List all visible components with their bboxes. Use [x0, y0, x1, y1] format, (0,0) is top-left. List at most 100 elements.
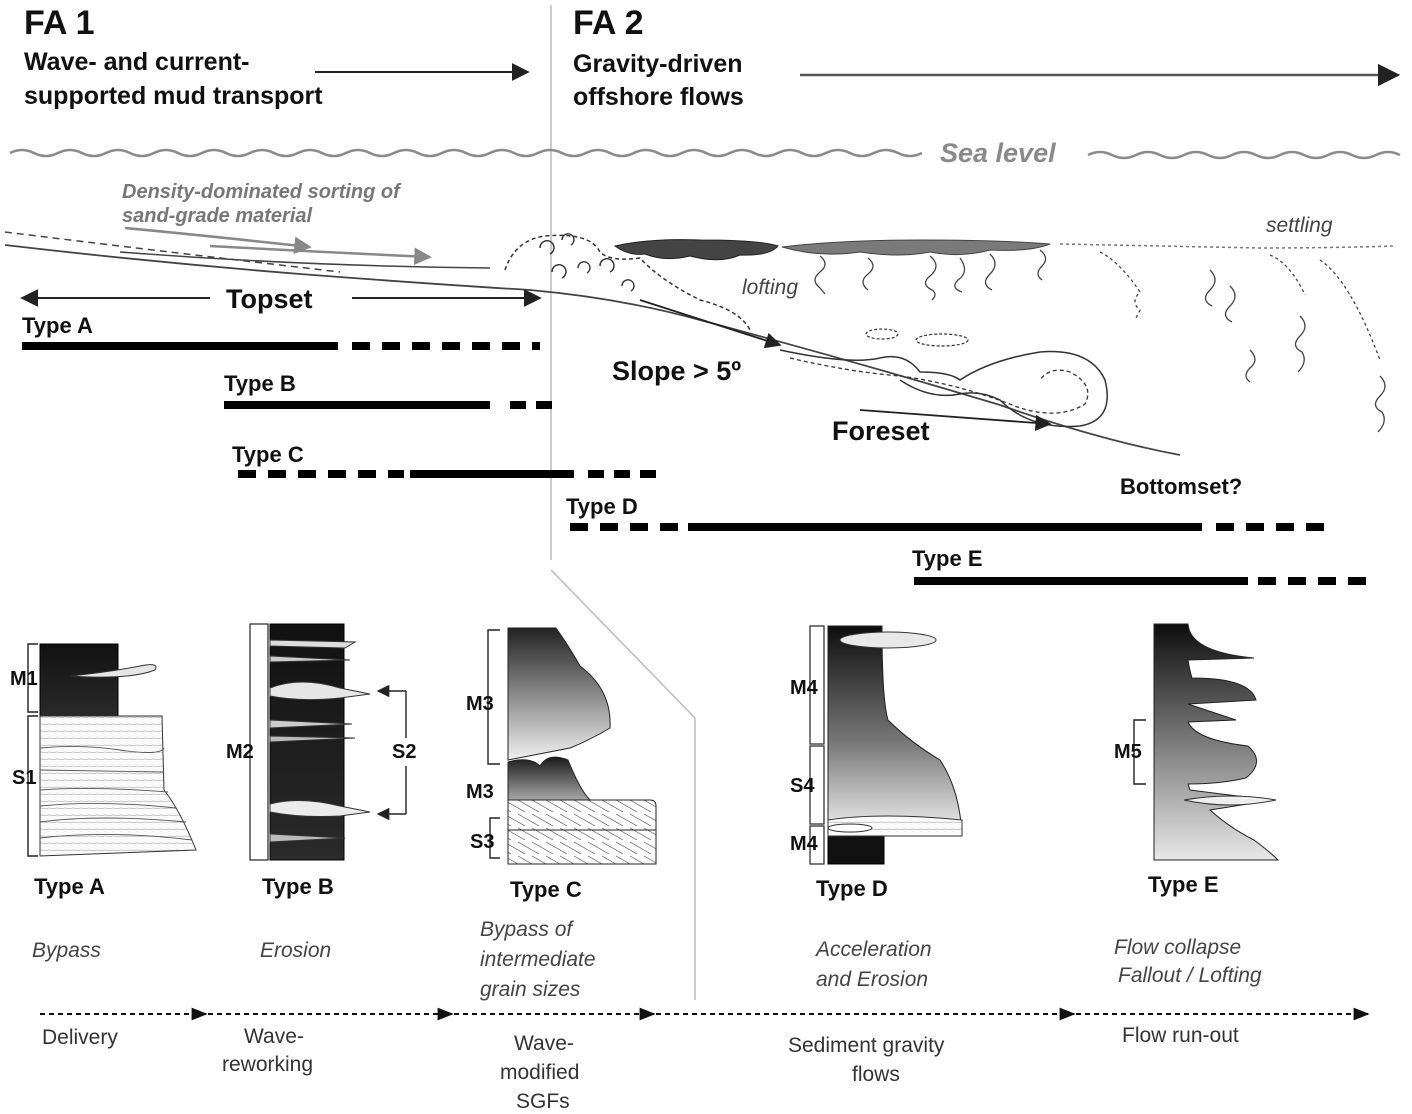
log-c-title: Type C	[510, 877, 582, 902]
stage-delivery: Delivery	[42, 1026, 118, 1049]
settling-trails	[814, 249, 1386, 433]
stage-flow-run-out: Flow run-out	[1122, 1024, 1239, 1047]
range-type-c-label: Type C	[232, 442, 304, 467]
log-b-mud-column	[269, 623, 345, 861]
log-d-process-line1: Acceleration	[814, 938, 932, 961]
foreset-flow-arrow	[859, 409, 1052, 432]
log-c-unit-m3-upper: M3	[466, 693, 494, 715]
stage-wave-reworking-line2: reworking	[222, 1053, 313, 1076]
log-c-s3-lower	[507, 829, 657, 865]
log-e-bracket-m5	[1133, 719, 1146, 785]
fa2-subtitle-line1: Gravity-driven	[573, 50, 743, 78]
fa1-title: FA 1	[24, 4, 95, 42]
log-c-unit-m3-lower: M3	[466, 781, 494, 803]
log-a-process: Bypass	[32, 939, 101, 962]
range-type-a-label: Type A	[22, 313, 93, 338]
settling-plume-line	[1059, 243, 1396, 249]
plume-eddies	[539, 233, 635, 292]
topset-surface	[4, 244, 1181, 456]
log-c-upper-m3	[507, 627, 611, 761]
range-type-e-label: Type E	[912, 546, 983, 571]
stage-sgf-line2: flows	[852, 1063, 900, 1086]
log-d-basal-mud	[827, 835, 885, 865]
log-c-bracket-m3-upper	[487, 629, 500, 765]
stage-sgf-line1: Sediment gravity	[788, 1034, 945, 1057]
log-d-sand-lens	[839, 631, 937, 649]
range-type-d-label: Type D	[566, 494, 638, 519]
log-type-e: M5 Type E Flow collapse Fallout / Loftin…	[1114, 623, 1280, 987]
log-a-title: Type A	[34, 874, 105, 899]
sea-level-wave-left	[9, 148, 923, 158]
log-e-unit-m5: M5	[1114, 741, 1142, 763]
eddy-ellipse-2	[915, 333, 969, 347]
log-a-unit-m1: M1	[10, 668, 38, 690]
fa2-subtitle-line2: offshore flows	[573, 83, 744, 111]
log-d-unit-s4: S4	[790, 775, 815, 797]
settling-label: settling	[1266, 214, 1333, 237]
log-c-process-line3: grain sizes	[480, 978, 581, 1001]
log-b-unit-m2: M2	[226, 741, 254, 763]
stage-wave-modified-line2: modified	[500, 1061, 579, 1084]
type-range-bars: Type A Type B Type C Type D Type E	[22, 313, 1368, 585]
log-a-laminae	[39, 745, 193, 841]
log-a-bracket-s1	[27, 715, 38, 857]
range-type-b-label: Type B	[224, 371, 296, 396]
log-e-column	[1153, 623, 1280, 861]
topset-dashed-upper	[4, 231, 341, 273]
log-d-bracket-m4-upper	[809, 625, 825, 745]
log-e-process-line2: Fallout / Lofting	[1118, 964, 1262, 987]
log-e-sand-lens	[1183, 795, 1277, 806]
log-d-title: Type D	[816, 876, 888, 901]
lofting-label: lofting	[742, 276, 798, 299]
log-d-basal-lens	[827, 823, 873, 833]
log-a-sand-interval	[39, 715, 197, 857]
stage-wave-modified-line1: Wave-	[514, 1032, 574, 1055]
log-e-process-line1: Flow collapse	[1114, 936, 1241, 959]
topset-label: Topset	[226, 284, 313, 314]
log-c-unit-s3: S3	[470, 831, 494, 853]
slope-flow-arrow	[639, 299, 782, 349]
foreset-flow-inner	[789, 357, 1089, 414]
log-d-bracket-m4-lower	[809, 825, 825, 865]
density-arrow-2	[209, 244, 432, 266]
sea-level-wave-right	[1087, 150, 1401, 160]
slope-label: Slope > 5º	[612, 356, 741, 386]
sea-level-label: Sea level	[940, 138, 1056, 168]
log-c-process-line2: intermediate	[480, 948, 596, 971]
fa1-subtitle-line1: Wave- and current-	[24, 48, 250, 76]
log-d-graded-bed	[827, 625, 963, 837]
log-d-bracket-s4	[809, 745, 825, 825]
log-type-d: M4 S4 M4 Type D Acceleration and Erosion	[790, 625, 963, 991]
log-type-c: M3 M3 S3 Type C Bypass of intermediate g…	[466, 627, 657, 1001]
log-d-unit-m4-upper: M4	[790, 677, 819, 699]
fa1-subtitle-line2: supported mud transport	[24, 82, 323, 110]
foreset-label: Foreset	[832, 416, 930, 446]
stage-wave-modified-line3: SGFs	[516, 1090, 570, 1113]
log-c-lower-m3	[507, 756, 592, 813]
log-c-bracket-s3	[489, 817, 500, 859]
density-arrow-1	[124, 226, 312, 254]
topset-lower-line	[119, 251, 491, 269]
fa2-header: FA 2 Gravity-driven offshore flows	[573, 4, 1401, 111]
log-c-process-line1: Bypass of	[480, 918, 574, 941]
eddy-ellipse-1	[865, 328, 899, 340]
density-sorting-label-line2: sand-grade material	[122, 205, 313, 227]
lofting-cloud-1	[613, 239, 779, 261]
process-axis: Delivery Wave- reworking Wave- modified …	[40, 1007, 1370, 1113]
log-d-process-line2: and Erosion	[816, 968, 928, 991]
log-a-unit-s1: S1	[12, 767, 36, 789]
log-b-process: Erosion	[260, 939, 331, 962]
foreset-flow-head	[779, 349, 1108, 428]
log-type-b: M2 S2 Type B Erosion	[226, 623, 416, 962]
fa-divider-diagonal	[550, 569, 696, 719]
log-a-bracket-m1	[27, 643, 38, 713]
lofting-cloud-2	[781, 239, 1051, 256]
bottomset-label: Bottomset?	[1120, 474, 1242, 499]
log-d-unit-m4-lower: M4	[790, 833, 819, 855]
log-b-sand-lenses	[269, 639, 371, 843]
log-a-sand-lens	[69, 664, 157, 678]
fa2-title: FA 2	[573, 4, 644, 42]
log-e-title: Type E	[1148, 872, 1219, 897]
log-c-s3-upper	[507, 799, 657, 831]
